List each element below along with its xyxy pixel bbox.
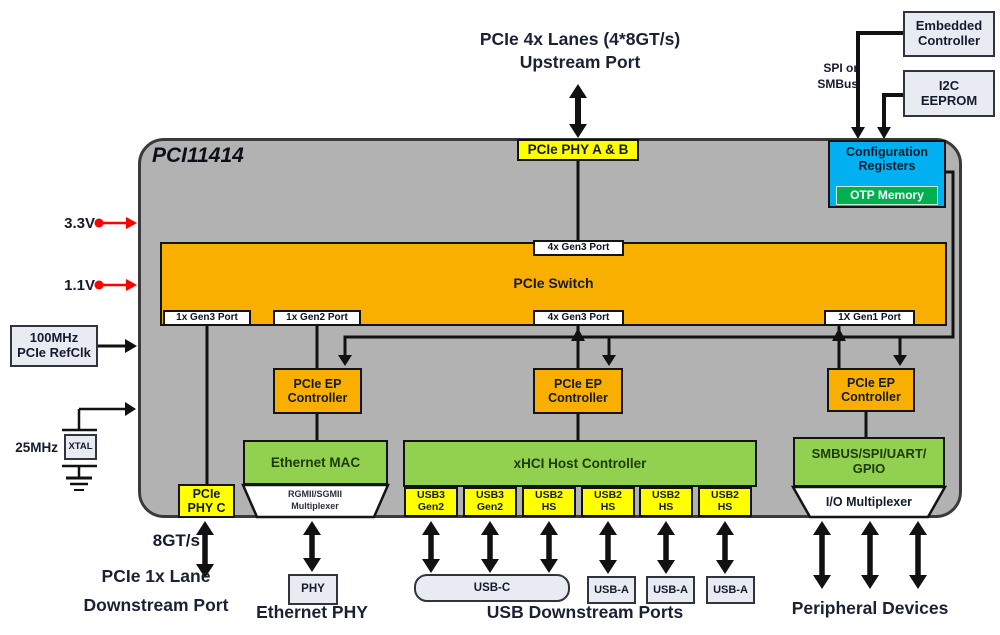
embedded-controller-box: Embedded Controller <box>903 11 995 57</box>
rgmii-mux-line1: RGMII/SGMII <box>288 489 342 499</box>
ep-controller-1-line2: Controller <box>287 391 348 405</box>
configuration-registers-box: Configuration Registers OTP Memory <box>828 140 946 208</box>
embedded-controller-line2: Controller <box>917 33 981 48</box>
usb-a-1-box: USB-A <box>587 576 636 604</box>
upstream-port-label: PCIe 4x Lanes (4*8GT/s) Upstream Port <box>430 28 730 74</box>
usb-port-4-box: USB2 HS <box>581 487 635 517</box>
smbus-line2: GPIO <box>852 461 886 476</box>
ethernet-phy-label: Ethernet PHY <box>256 602 368 622</box>
switch-port-top: 4x Gen3 Port <box>533 240 624 256</box>
usb-port-3-box: USB2 HS <box>522 487 576 517</box>
usb-port-2-line2: Gen2 <box>476 501 504 513</box>
usb-c-box: USB-C <box>414 574 570 602</box>
pcie-downstream-line2: Downstream Port <box>83 594 229 615</box>
usb-port-6-line2: HS <box>717 501 733 513</box>
usb-port-2-line1: USB3 <box>475 489 504 502</box>
switch-port-4x-gen3: 4x Gen3 Port <box>533 310 624 326</box>
chip-title: PCI11414 <box>152 144 244 167</box>
smbus-spi-uart-gpio-box: SMBUS/SPI/UART/ GPIO <box>793 437 945 487</box>
rgmii-mux-line2: Multiplexer <box>291 501 339 512</box>
pcie-phy-c-line2: PHY C <box>187 501 226 515</box>
pcie-downstream-label: PCIe 1x Lane Downstream Port <box>46 562 266 620</box>
usb-port-5-line1: USB2 <box>651 489 680 502</box>
usb-port-1-box: USB3 Gen2 <box>404 487 458 517</box>
usb-port-6-box: USB2 HS <box>698 487 752 517</box>
gen1-port-to-ep3-line <box>832 326 868 438</box>
peripheral-arrows <box>813 521 927 589</box>
usb-port-2-box: USB3 Gen2 <box>463 487 517 517</box>
usb-port-1-line1: USB3 <box>416 489 445 502</box>
xtal-freq-label: 25MHz <box>15 440 58 455</box>
spi-smbus-label: SPI or SMBus <box>798 61 858 92</box>
embedded-controller-line <box>851 31 903 139</box>
rail-11v-arrow <box>94 279 137 291</box>
ethernet-phy-box: PHY <box>288 574 338 605</box>
spi-smbus-line2: SMBus <box>817 76 858 91</box>
usb-port-3-line1: USB2 <box>534 489 563 502</box>
rail-11v-label: 1.1V <box>64 277 95 294</box>
rgmii-mux-label: RGMII/SGMII Multiplexer <box>255 488 375 512</box>
otp-memory-box: OTP Memory <box>836 186 938 205</box>
usb-port-5-line2: HS <box>658 501 674 513</box>
ep-controller-3-line1: PCIe EP <box>847 376 895 390</box>
xtal-circuit <box>62 402 136 491</box>
configuration-registers-line1: Configuration <box>846 145 928 159</box>
ep-controller-3-line2: Controller <box>841 390 901 404</box>
rail-33v-label: 3.3V <box>64 215 95 232</box>
embedded-controller-line1: Embedded <box>915 18 983 34</box>
xhci-host-controller-box: xHCI Host Controller <box>403 440 757 487</box>
usb-a-2-box: USB-A <box>646 576 695 604</box>
rgmii-mux-shape <box>241 483 390 519</box>
usb-port-6-line1: USB2 <box>710 489 739 502</box>
usb-port-5-box: USB2 HS <box>639 487 693 517</box>
usb-downstream-label: USB Downstream Ports <box>486 602 684 622</box>
ep-controller-1-box: PCIe EP Controller <box>273 368 362 414</box>
upstream-port-label-line2: Upstream Port <box>519 51 641 72</box>
usb-port-1-line2: Gen2 <box>417 501 445 513</box>
usb-port-4-line2: HS <box>600 501 616 513</box>
rail-33v-arrow <box>94 217 137 229</box>
peripheral-devices-label: Peripheral Devices <box>791 598 949 618</box>
i2c-eeprom-line1: I2C <box>938 77 960 93</box>
io-mux-label: I/O Multiplexer <box>825 495 913 509</box>
eeprom-line <box>877 93 903 139</box>
configuration-registers-line2: Registers <box>858 159 916 173</box>
ep-controller-2-box: PCIe EP Controller <box>533 368 623 414</box>
switch-port-1x-gen2: 1x Gen2 Port <box>273 310 361 326</box>
smbus-line1: SMBUS/SPI/UART/ <box>811 446 927 462</box>
ep-controller-2-line2: Controller <box>548 391 608 405</box>
refclk-arrow <box>98 339 137 353</box>
ep-controller-2-line1: PCIe EP <box>554 377 602 391</box>
pcie-phy-c-box: PCIe PHY C <box>178 484 235 518</box>
ep-controller-3-box: PCIe EP Controller <box>827 368 915 412</box>
i2c-eeprom-box: I2C EEPROM <box>903 70 995 117</box>
upstream-port-label-line1: PCIe 4x Lanes (4*8GT/s) <box>479 29 681 49</box>
spi-smbus-line1: SPI or <box>823 61 858 75</box>
usb-port-3-line2: HS <box>541 501 557 513</box>
switch-port-1x-gen1: 1X Gen1 Port <box>824 310 915 326</box>
usb-port-4-line1: USB2 <box>593 489 622 502</box>
io-mux-shape <box>790 485 948 519</box>
refclk-line1: 100MHz <box>29 330 79 346</box>
usb-a-3-box: USB-A <box>706 576 755 604</box>
phyc-downstream-arrow <box>196 521 214 578</box>
ethernet-mac-box: Ethernet MAC <box>243 440 388 485</box>
ethernet-phy-arrow <box>303 521 321 572</box>
switch-port-1x-gen3: 1x Gen3 Port <box>163 310 251 326</box>
upstream-double-arrow <box>569 84 587 138</box>
pcie-downstream-line1: PCIe 1x Lane <box>101 566 211 586</box>
xtal-box: XTAL <box>64 434 97 460</box>
i2c-eeprom-line2: EEPROM <box>920 92 978 108</box>
config-bus-line <box>338 170 955 366</box>
ep-controller-1-line1: PCIe EP <box>293 377 342 391</box>
pcie-phy-c-line1: PCIe <box>192 487 221 501</box>
speed-label: 8GT/s <box>152 531 200 550</box>
pcie-phy-ab-box: PCIe PHY A & B <box>517 139 639 161</box>
refclk-box: 100MHz PCIe RefClk <box>10 325 98 367</box>
usb-port-arrows <box>422 521 734 574</box>
refclk-line2: PCIe RefClk <box>17 345 91 360</box>
